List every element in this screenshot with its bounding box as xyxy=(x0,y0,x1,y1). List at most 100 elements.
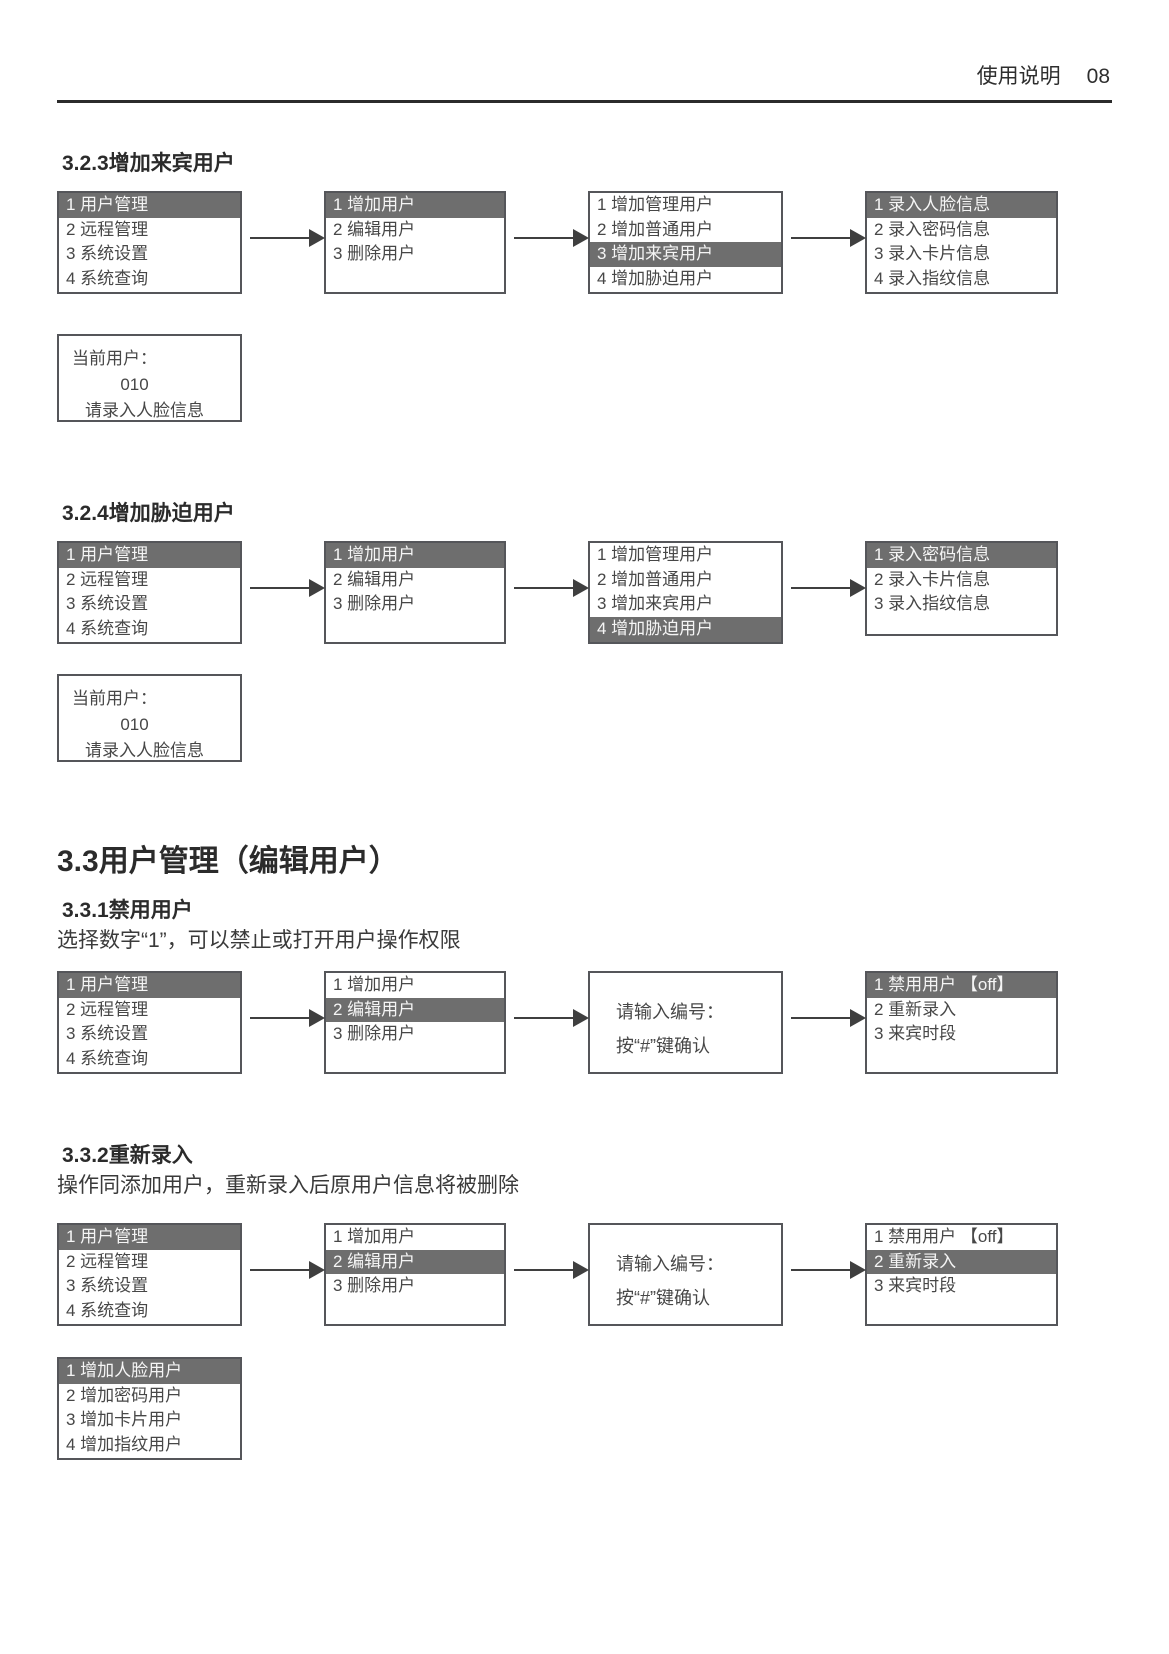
flow-arrow-icon xyxy=(250,228,325,247)
display-line: 请录入人脸信息 xyxy=(85,741,204,760)
menu-item-selected: 4 增加胁迫用户 xyxy=(590,617,781,642)
menu-item: 2 增加普通用户 xyxy=(597,569,714,589)
display-line: 010 xyxy=(120,375,149,394)
menu-item-selected: 1 用户管理 xyxy=(59,543,240,568)
menu-item-selected: 1 增加用户 xyxy=(326,193,504,218)
section-heading-324: 3.2.4增加胁迫用户 xyxy=(62,502,235,525)
header-title: 使用说明 xyxy=(976,65,1061,88)
menu-item-selected: 1 用户管理 xyxy=(59,1225,240,1250)
menu-item: 3 删除用户 xyxy=(333,1024,416,1044)
prompt-screen-box: 请输入编号：按“#”键确认 xyxy=(588,1223,783,1326)
menu-item: 2 远程管理 xyxy=(66,569,149,589)
menu-item-selected: 1 增加人脸用户 xyxy=(59,1359,240,1384)
menu-item: 4 系统查询 xyxy=(66,269,149,289)
page-number: 08 xyxy=(1086,65,1110,88)
prompt-line: 按“#”键确认 xyxy=(616,1288,710,1308)
menu-item: 2 编辑用户 xyxy=(333,219,416,239)
menu-item-selected: 2 编辑用户 xyxy=(326,997,504,1023)
menu-item: 3 系统设置 xyxy=(66,1024,149,1044)
menu-item-selected: 1 禁用用户 【off】 xyxy=(867,973,1056,998)
display-line: 010 xyxy=(120,715,149,734)
menu-item: 3 删除用户 xyxy=(333,1276,416,1296)
chapter-heading-33: 3.3用户管理（编辑用户） xyxy=(57,845,399,878)
prompt-screen-box: 请输入编号： 按“#”键确认 xyxy=(588,971,783,1074)
menu-item: 2 编辑用户 xyxy=(333,569,416,589)
menu-item-selected: 3 增加来宾用户 xyxy=(590,242,781,268)
flow-arrow-icon xyxy=(791,578,866,597)
menu-item: 1 增加用户 xyxy=(333,1227,416,1246)
section-desc-332: 操作同添加用户，重新录入后原用户信息将被删除 xyxy=(57,1174,519,1197)
menu-item: 1 禁用用户 【off】 xyxy=(874,1227,1014,1246)
menu-item: 4 系统查询 xyxy=(66,619,149,639)
flow-arrow-icon xyxy=(250,1008,325,1027)
menu-item-selected: 2 重新录入 xyxy=(867,1249,1056,1275)
menu-item: 4 增加指纹用户 xyxy=(66,1435,183,1455)
flow-arrow-icon xyxy=(791,228,866,247)
menu-item: 2 重新录入 xyxy=(874,999,957,1019)
menu-item: 1 增加用户 xyxy=(333,975,416,994)
flow-arrow-icon xyxy=(514,578,589,597)
flow-arrow-icon xyxy=(514,1260,589,1279)
header-rule xyxy=(57,100,1112,103)
menu-item: 2 增加普通用户 xyxy=(597,219,714,239)
menu-item: 3 增加卡片用户 xyxy=(66,1410,183,1430)
menu-item: 3 录入指纹信息 xyxy=(874,594,991,614)
flow-arrow-icon xyxy=(791,1008,866,1027)
menu-item: 2 远程管理 xyxy=(66,999,149,1019)
menu-item: 3 系统设置 xyxy=(66,594,149,614)
display-line: 请录入人脸信息 xyxy=(85,401,204,420)
menu-item: 2 增加密码用户 xyxy=(66,1385,183,1405)
menu-item: 4 系统查询 xyxy=(66,1301,149,1321)
flow-arrow-icon xyxy=(514,228,589,247)
menu-item: 2 远程管理 xyxy=(66,1251,149,1271)
menu-screen-box: 1 禁用用户 【off】2 重新录入 3 来宾时段 xyxy=(865,971,1058,1074)
section-desc-331: 选择数字“1”，可以禁止或打开用户操作权限 xyxy=(57,929,461,952)
menu-item: 3 录入卡片信息 xyxy=(874,244,991,264)
menu-item: 2 录入密码信息 xyxy=(874,219,991,239)
menu-item: 3 增加来宾用户 xyxy=(597,594,714,614)
menu-item: 4 增加胁迫用户 xyxy=(597,269,714,289)
menu-item: 2 录入卡片信息 xyxy=(874,569,991,589)
menu-item: 3 删除用户 xyxy=(333,594,416,614)
menu-item: 3 来宾时段 xyxy=(874,1276,957,1296)
menu-item: 4 录入指纹信息 xyxy=(874,269,991,289)
lcd-display-box: 当前用户： 010 请录入人脸信息 xyxy=(57,334,242,422)
prompt-line: 请输入编号： xyxy=(616,1002,724,1022)
menu-item-selected: 2 编辑用户 xyxy=(326,1249,504,1275)
menu-item: 1 增加管理用户 xyxy=(597,545,714,564)
header-row: 使用说明 08 xyxy=(57,62,1112,92)
menu-item: 2 远程管理 xyxy=(66,219,149,239)
menu-item-selected: 1 增加用户 xyxy=(326,543,504,568)
section-heading-323: 3.2.3增加来宾用户 xyxy=(62,152,235,175)
flow-arrow-icon xyxy=(791,1260,866,1279)
section-heading-332: 3.3.2重新录入 xyxy=(62,1144,193,1167)
menu-item: 3 来宾时段 xyxy=(874,1024,957,1044)
menu-item-selected: 1 录入密码信息 xyxy=(867,543,1056,568)
menu-item: 3 系统设置 xyxy=(66,1276,149,1296)
flow-arrow-icon xyxy=(250,578,325,597)
menu-item: 3 删除用户 xyxy=(333,244,416,264)
menu-screen-box: 1 增加管理用户 2 增加普通用户 3 增加来宾用户 4 增加胁迫用户 xyxy=(588,541,783,644)
flow-arrow-icon xyxy=(250,1260,325,1279)
prompt-line: 按“#”键确认 xyxy=(616,1036,710,1056)
menu-item-selected: 1 用户管理 xyxy=(59,193,240,218)
display-line: 当前用户： xyxy=(72,349,157,368)
flow-arrow-icon xyxy=(514,1008,589,1027)
